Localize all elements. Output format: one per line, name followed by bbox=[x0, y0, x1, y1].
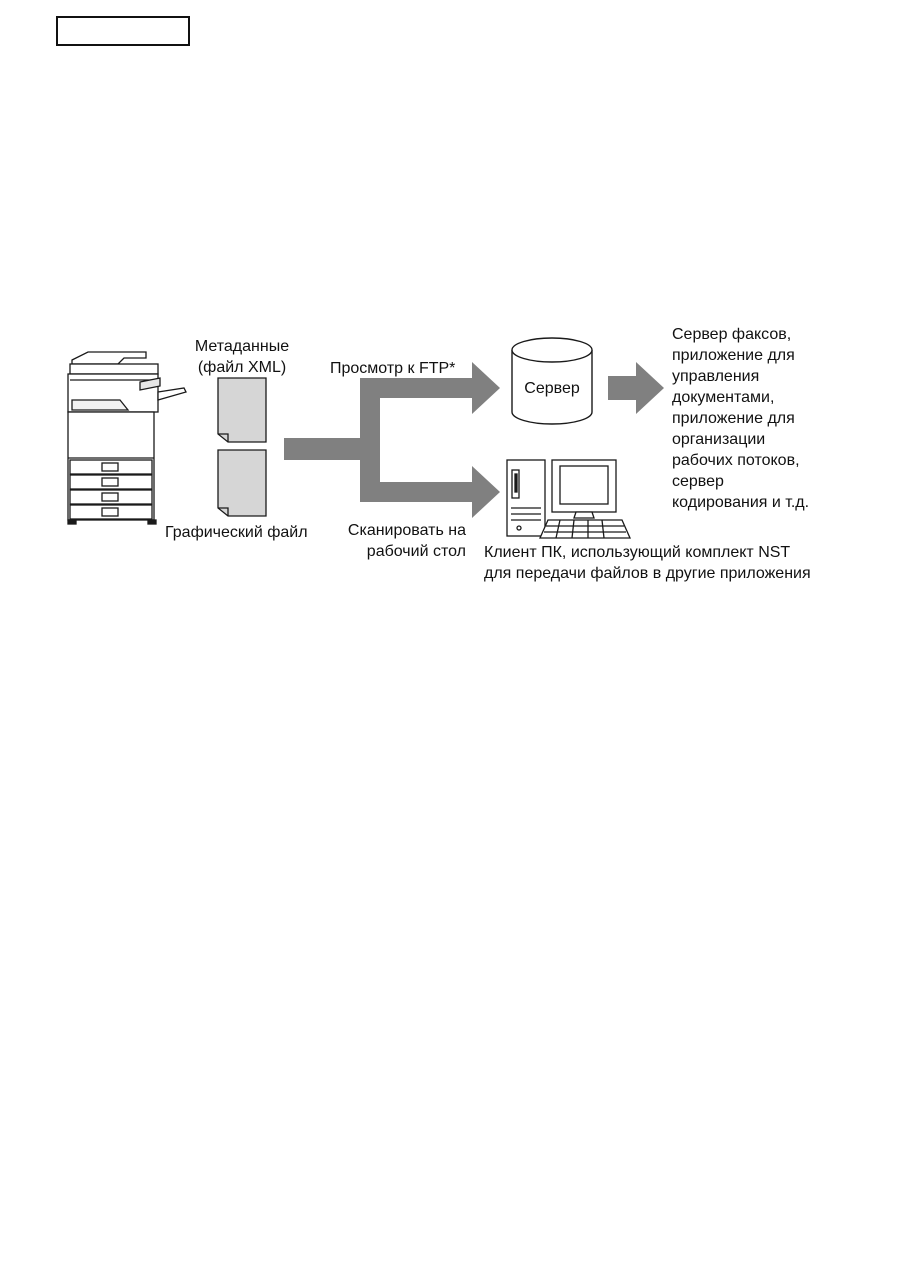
image-document-icon bbox=[217, 449, 267, 517]
server-apps-line: организации bbox=[672, 431, 766, 448]
scan-to-desktop-label: Сканировать на рабочий стол bbox=[316, 520, 466, 562]
server-label: Сервер bbox=[524, 380, 580, 397]
metadata-label-line2: (файл XML) bbox=[197, 359, 287, 376]
server-apps-line: приложение для bbox=[672, 347, 795, 364]
server-apps-line: управления bbox=[672, 368, 760, 385]
scan-to-desktop-line1: Сканировать на bbox=[347, 522, 466, 539]
server-apps-line: кодирования и т.д. bbox=[672, 494, 810, 511]
pc-client-line2: для передачи файлов в другие приложения bbox=[484, 565, 811, 582]
scan-to-desktop-line2: рабочий стол bbox=[366, 543, 466, 560]
pc-client-line1: Клиент ПК, использующий комплект NST bbox=[484, 544, 791, 561]
pc-client-label: Клиент ПК, использующий комплект NST для… bbox=[484, 542, 811, 584]
arrow-head-top bbox=[472, 362, 500, 414]
arrow-to-apps bbox=[608, 362, 664, 414]
server-apps-line: документами, bbox=[672, 389, 775, 406]
desktop-computer-icon bbox=[506, 459, 632, 539]
mfp-printer-icon bbox=[67, 351, 187, 525]
metadata-label: Метаданные (файл XML) bbox=[182, 336, 302, 378]
branch-arrows bbox=[284, 362, 500, 518]
server-apps-line: сервер bbox=[672, 473, 724, 490]
arrow-head-bottom bbox=[472, 466, 500, 518]
ftp-browse-label: Просмотр к FTP* bbox=[330, 360, 456, 377]
server-apps-line: Сервер факсов, bbox=[672, 326, 792, 343]
server-apps-line: рабочих потоков, bbox=[672, 452, 800, 469]
metadata-document-icon bbox=[217, 377, 267, 443]
database-cylinder-icon bbox=[511, 337, 593, 425]
metadata-label-line1: Метаданные bbox=[194, 338, 290, 355]
server-apps-line: приложение для bbox=[672, 410, 795, 427]
server-apps-label: Сервер факсов, приложение для управления… bbox=[672, 324, 809, 513]
image-file-label: Графический файл bbox=[165, 524, 308, 541]
page-label-box bbox=[56, 16, 190, 46]
